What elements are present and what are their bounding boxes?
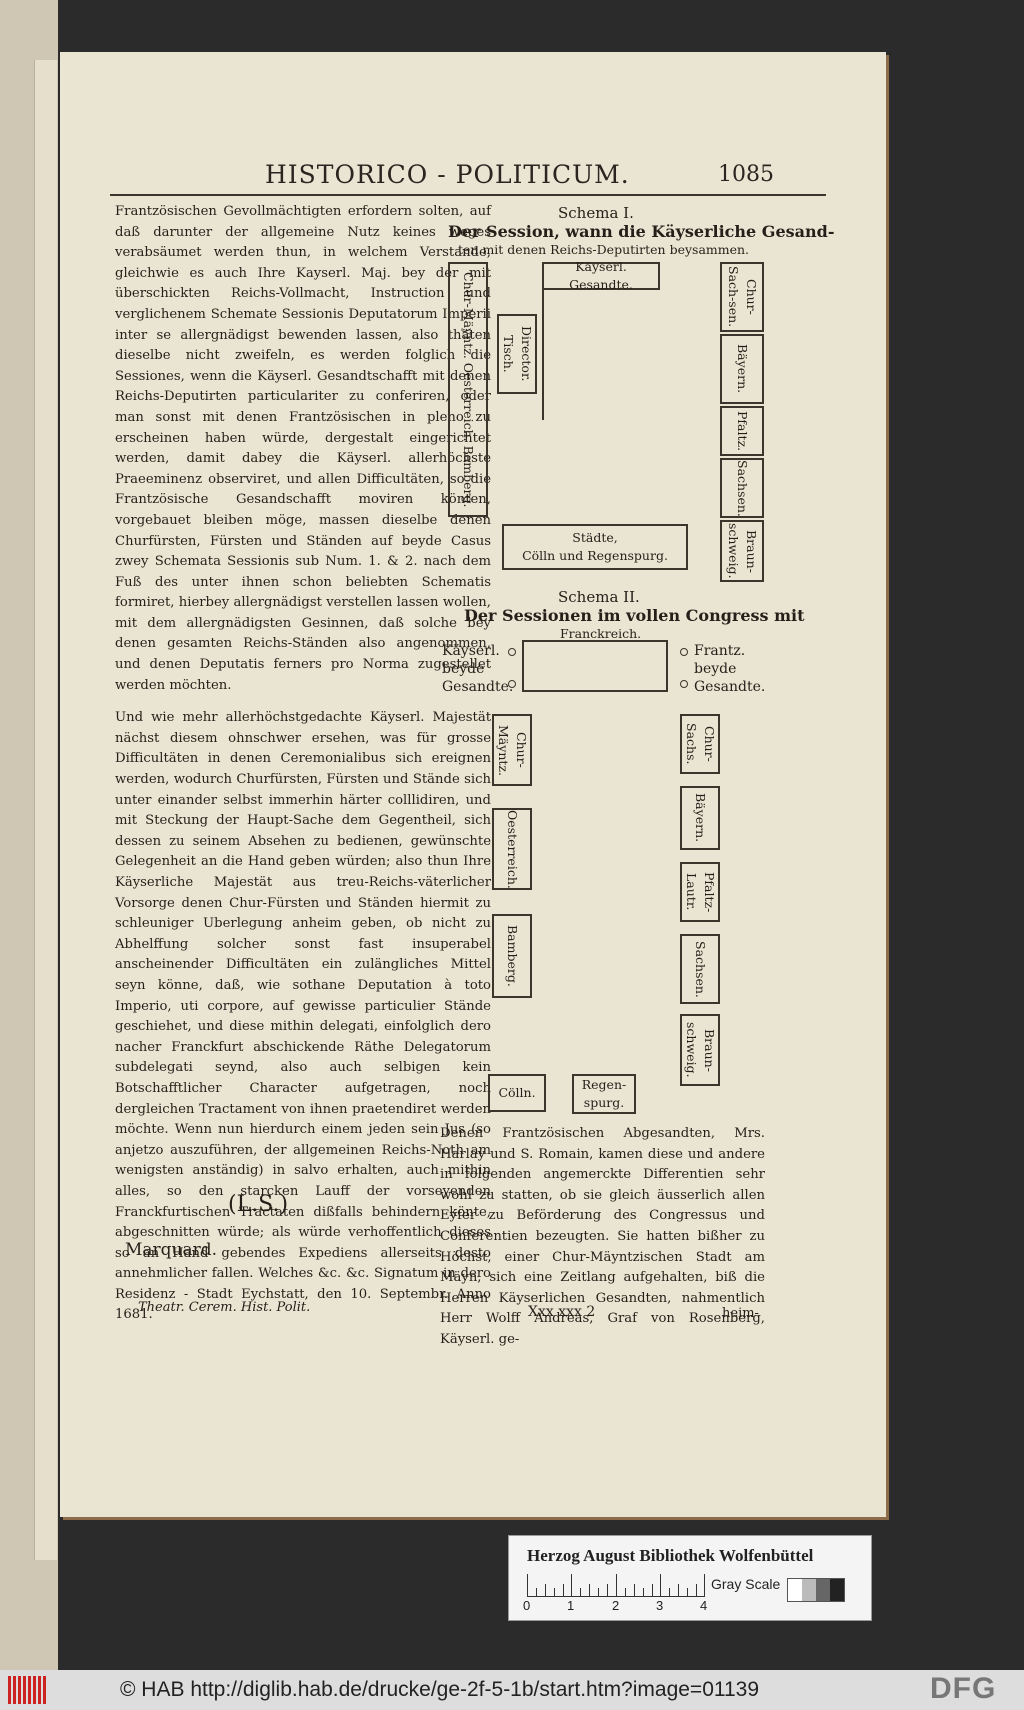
schema-1-right-1: Chur-Sach-sen.: [720, 262, 764, 332]
catchword: heim-: [722, 1306, 759, 1321]
schema-1-table-line: [542, 290, 544, 420]
left-text-column: Frantzösischen Gevollmächtigten erforder…: [115, 202, 491, 1338]
schema-2-table: [522, 640, 668, 692]
gray-scale-label: Gray Scale: [711, 1576, 781, 1592]
schema-1-right-3: Pfaltz.: [720, 406, 764, 456]
scale-number: 4: [700, 1598, 708, 1613]
schema-2-left-dot-2: [508, 680, 516, 688]
signature-mark: Xxx xxx 2: [528, 1304, 596, 1320]
running-head: HISTORICO - POLITICUM.: [265, 160, 630, 189]
schema-2-title: Schema II.: [558, 588, 640, 606]
previous-page-strip: [34, 60, 57, 1560]
schema-1-bottom-box: Städte, Cölln und Regenspurg.: [502, 524, 688, 570]
schema-2-left-dot-1: [508, 648, 516, 656]
schema-2-left-box-3: Bamberg.: [492, 914, 532, 998]
paragraph-2: Und wie mehr allerhöchstgedachte Käyserl…: [115, 710, 491, 1323]
schema-2-left-label: Käyserl. beyde Gesandte.: [442, 643, 514, 695]
schema-2-right-box-4: Sachsen.: [680, 934, 720, 1004]
schema-2-right-dot-2: [680, 680, 688, 688]
book-left-edge: [0, 0, 58, 1670]
scale-number: 1: [567, 1598, 575, 1613]
schema-2-heading-2: Franckreich.: [560, 626, 642, 641]
gray-scale-swatch: [787, 1578, 845, 1602]
schema-1-bottom-line-1: Städte,: [572, 530, 618, 545]
scale-ruler: [527, 1574, 705, 1597]
signer-name: Marquard.: [125, 1240, 218, 1260]
schema-2-right-box-5: Braun-schweig.: [680, 1014, 720, 1086]
header-rule: [110, 194, 826, 196]
page-header: HISTORICO - POLITICUM. 1085: [60, 160, 886, 190]
paragraph-1: Frantzösischen Gevollmächtigten erforder…: [115, 204, 491, 693]
scale-number: 2: [612, 1598, 620, 1613]
source-citation: Theatr. Cerem. Hist. Polit.: [138, 1300, 311, 1315]
schema-1-heading-2: ten mit denen Reichs-Deputirten beysamme…: [458, 242, 750, 257]
schema-1-director-box: Director. Tisch.: [497, 314, 537, 394]
schema-2-right-dot-1: [680, 648, 688, 656]
scale-number: 0: [523, 1598, 531, 1613]
page-number: 1085: [718, 162, 774, 187]
schema-1-heading: Der Session, wann die Käyserliche Gesand…: [448, 222, 835, 241]
schema-2-heading: Der Sessionen im vollen Congress mit: [464, 606, 805, 625]
footer-bar: © HAB http://diglib.hab.de/drucke/ge-2f-…: [0, 1670, 1024, 1710]
schema-2-bottom-right: Regen-spurg.: [572, 1074, 636, 1114]
schema-2-right-box-2: Bäyern.: [680, 786, 720, 850]
schema-1-kaiserl-box: Käyserl. Gesandte.: [542, 259, 660, 292]
seal-mark: (L.S.): [228, 1192, 289, 1217]
schema-2-right-box-3: Pfaltz-Lautr.: [680, 862, 720, 922]
card-title: Herzog August Bibliothek Wolfenbüttel: [527, 1546, 814, 1565]
footer-citation[interactable]: © HAB http://diglib.hab.de/drucke/ge-2f-…: [120, 1678, 760, 1701]
schema-1-bottom-line-2: Cölln und Regenspurg.: [522, 548, 668, 563]
library-card: Herzog August Bibliothek Wolfenbüttel 0 …: [508, 1535, 872, 1621]
schema-2-right-label: Frantz. beyde Gesandte.: [694, 643, 766, 695]
schema-2-bottom-left: Cölln.: [488, 1074, 546, 1112]
dfg-logo: DFG: [930, 1672, 997, 1705]
right-column-text: Denen Frantzösischen Abgesandten, Mrs. H…: [440, 1126, 765, 1347]
schema-1-right-4: Sachsen.: [720, 458, 764, 518]
schema-1-right-2: Bäyern.: [720, 334, 764, 404]
schema-2-right-box-1: Chur-Sachs.: [680, 714, 720, 774]
schema-1-right-5: Braun-schweig.: [720, 520, 764, 582]
barcode-icon: [8, 1676, 48, 1704]
schema-1-title: Schema I.: [558, 204, 634, 222]
schema-2-left-box-2: Oesterreich.: [492, 808, 532, 890]
book-page: HISTORICO - POLITICUM. 1085 Frantzösisch…: [60, 52, 886, 1517]
schema-2-left-box-1: Chur-Mäyntz.: [492, 714, 532, 786]
scale-number: 3: [656, 1598, 664, 1613]
schema-1-left-box: Chur-Mäyntz. Oesterreich. Bamberg.: [448, 262, 488, 517]
